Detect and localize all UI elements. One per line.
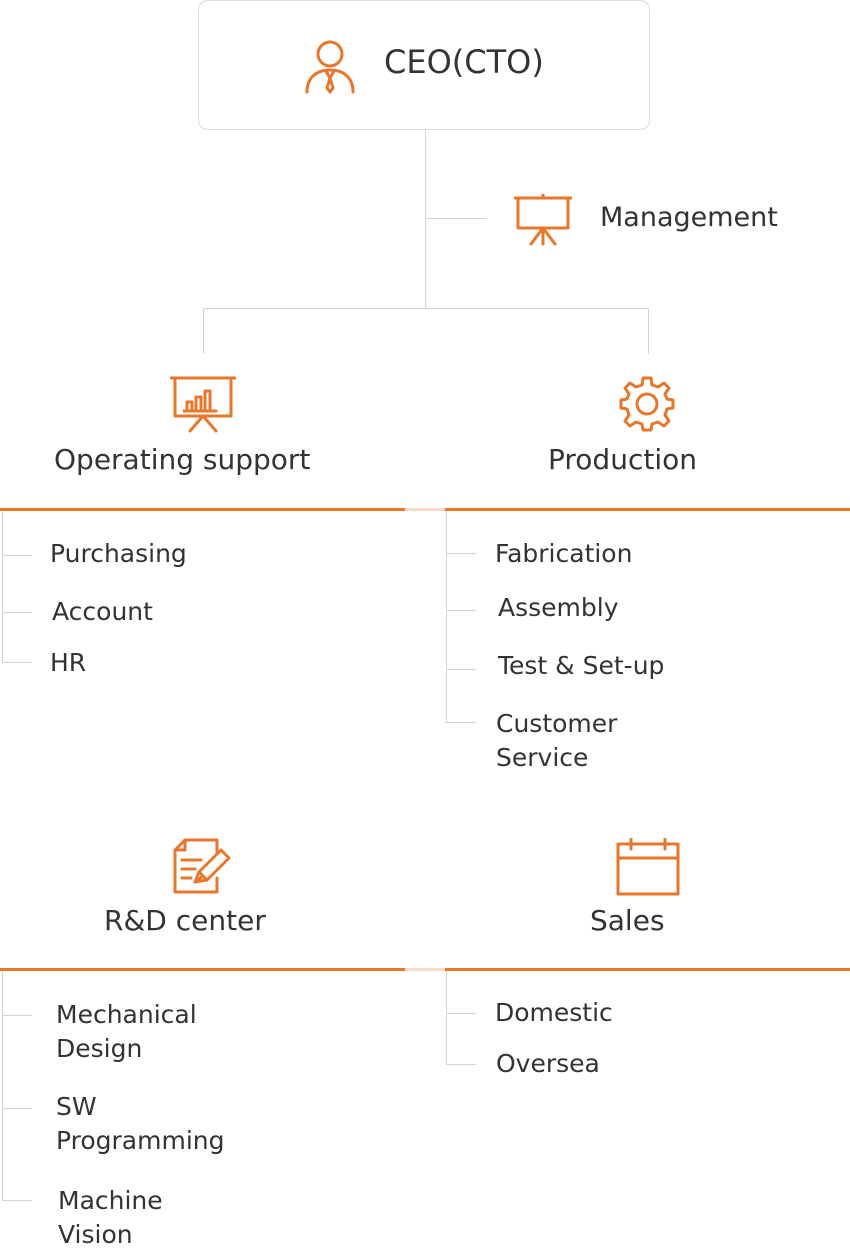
divider-rd-center: [0, 968, 405, 971]
tree-line-production: [446, 511, 447, 723]
tree-branch: [446, 722, 476, 723]
management-connector: [425, 218, 487, 219]
branch-connector: [203, 308, 649, 309]
list-item: Domestic: [495, 998, 613, 1027]
gear-icon: [619, 376, 675, 432]
tree-branch: [2, 662, 32, 663]
list-item: SW Programming: [56, 1092, 225, 1155]
tree-branch: [446, 610, 476, 611]
list-item: Customer Service: [496, 709, 618, 772]
dept-title-rd-center: R&D center: [104, 904, 266, 937]
tree-line-rd-center: [2, 971, 3, 1201]
list-item: Fabrication: [495, 539, 633, 568]
divider-sales: [445, 968, 850, 971]
divider-operating-support: [0, 508, 405, 511]
list-item: Assembly: [498, 593, 619, 622]
chart-board-icon: [170, 375, 236, 433]
list-item: HR: [50, 648, 87, 677]
tree-branch: [446, 553, 476, 554]
list-item: Mechanical Design: [56, 1000, 197, 1063]
divider-gap: [405, 508, 445, 511]
dept-title-production: Production: [548, 443, 697, 476]
ceo-box: [198, 0, 650, 130]
tree-branch: [2, 1015, 32, 1016]
tree-branch: [446, 669, 476, 670]
tree-branch: [2, 1200, 32, 1201]
list-item: Machine Vision: [58, 1186, 163, 1249]
tree-branch: [2, 1108, 32, 1109]
dept-title-sales: Sales: [590, 904, 665, 937]
person-tie-icon: [304, 38, 356, 94]
ceo-connector: [425, 130, 426, 308]
tree-branch: [446, 1064, 476, 1065]
list-item: Test & Set-up: [498, 651, 665, 680]
tree-branch: [2, 555, 32, 556]
tree-branch: [446, 1013, 476, 1014]
tree-branch: [2, 612, 32, 613]
list-item: Oversea: [496, 1049, 600, 1078]
management-label: Management: [600, 202, 778, 233]
branch-right-drop: [648, 308, 649, 354]
list-item: Account: [52, 597, 153, 626]
divider-production: [445, 508, 850, 511]
divider-gap: [405, 968, 445, 971]
dept-title-operating-support: Operating support: [54, 443, 311, 476]
list-item: Purchasing: [50, 539, 187, 568]
tree-line-sales: [446, 971, 447, 1064]
branch-left-drop: [203, 308, 204, 354]
ceo-title: CEO(CTO): [384, 43, 544, 81]
tree-line-operating-support: [2, 511, 3, 662]
presentation-board-icon: [514, 194, 572, 246]
calendar-icon: [616, 838, 680, 896]
document-pen-icon: [173, 838, 233, 894]
